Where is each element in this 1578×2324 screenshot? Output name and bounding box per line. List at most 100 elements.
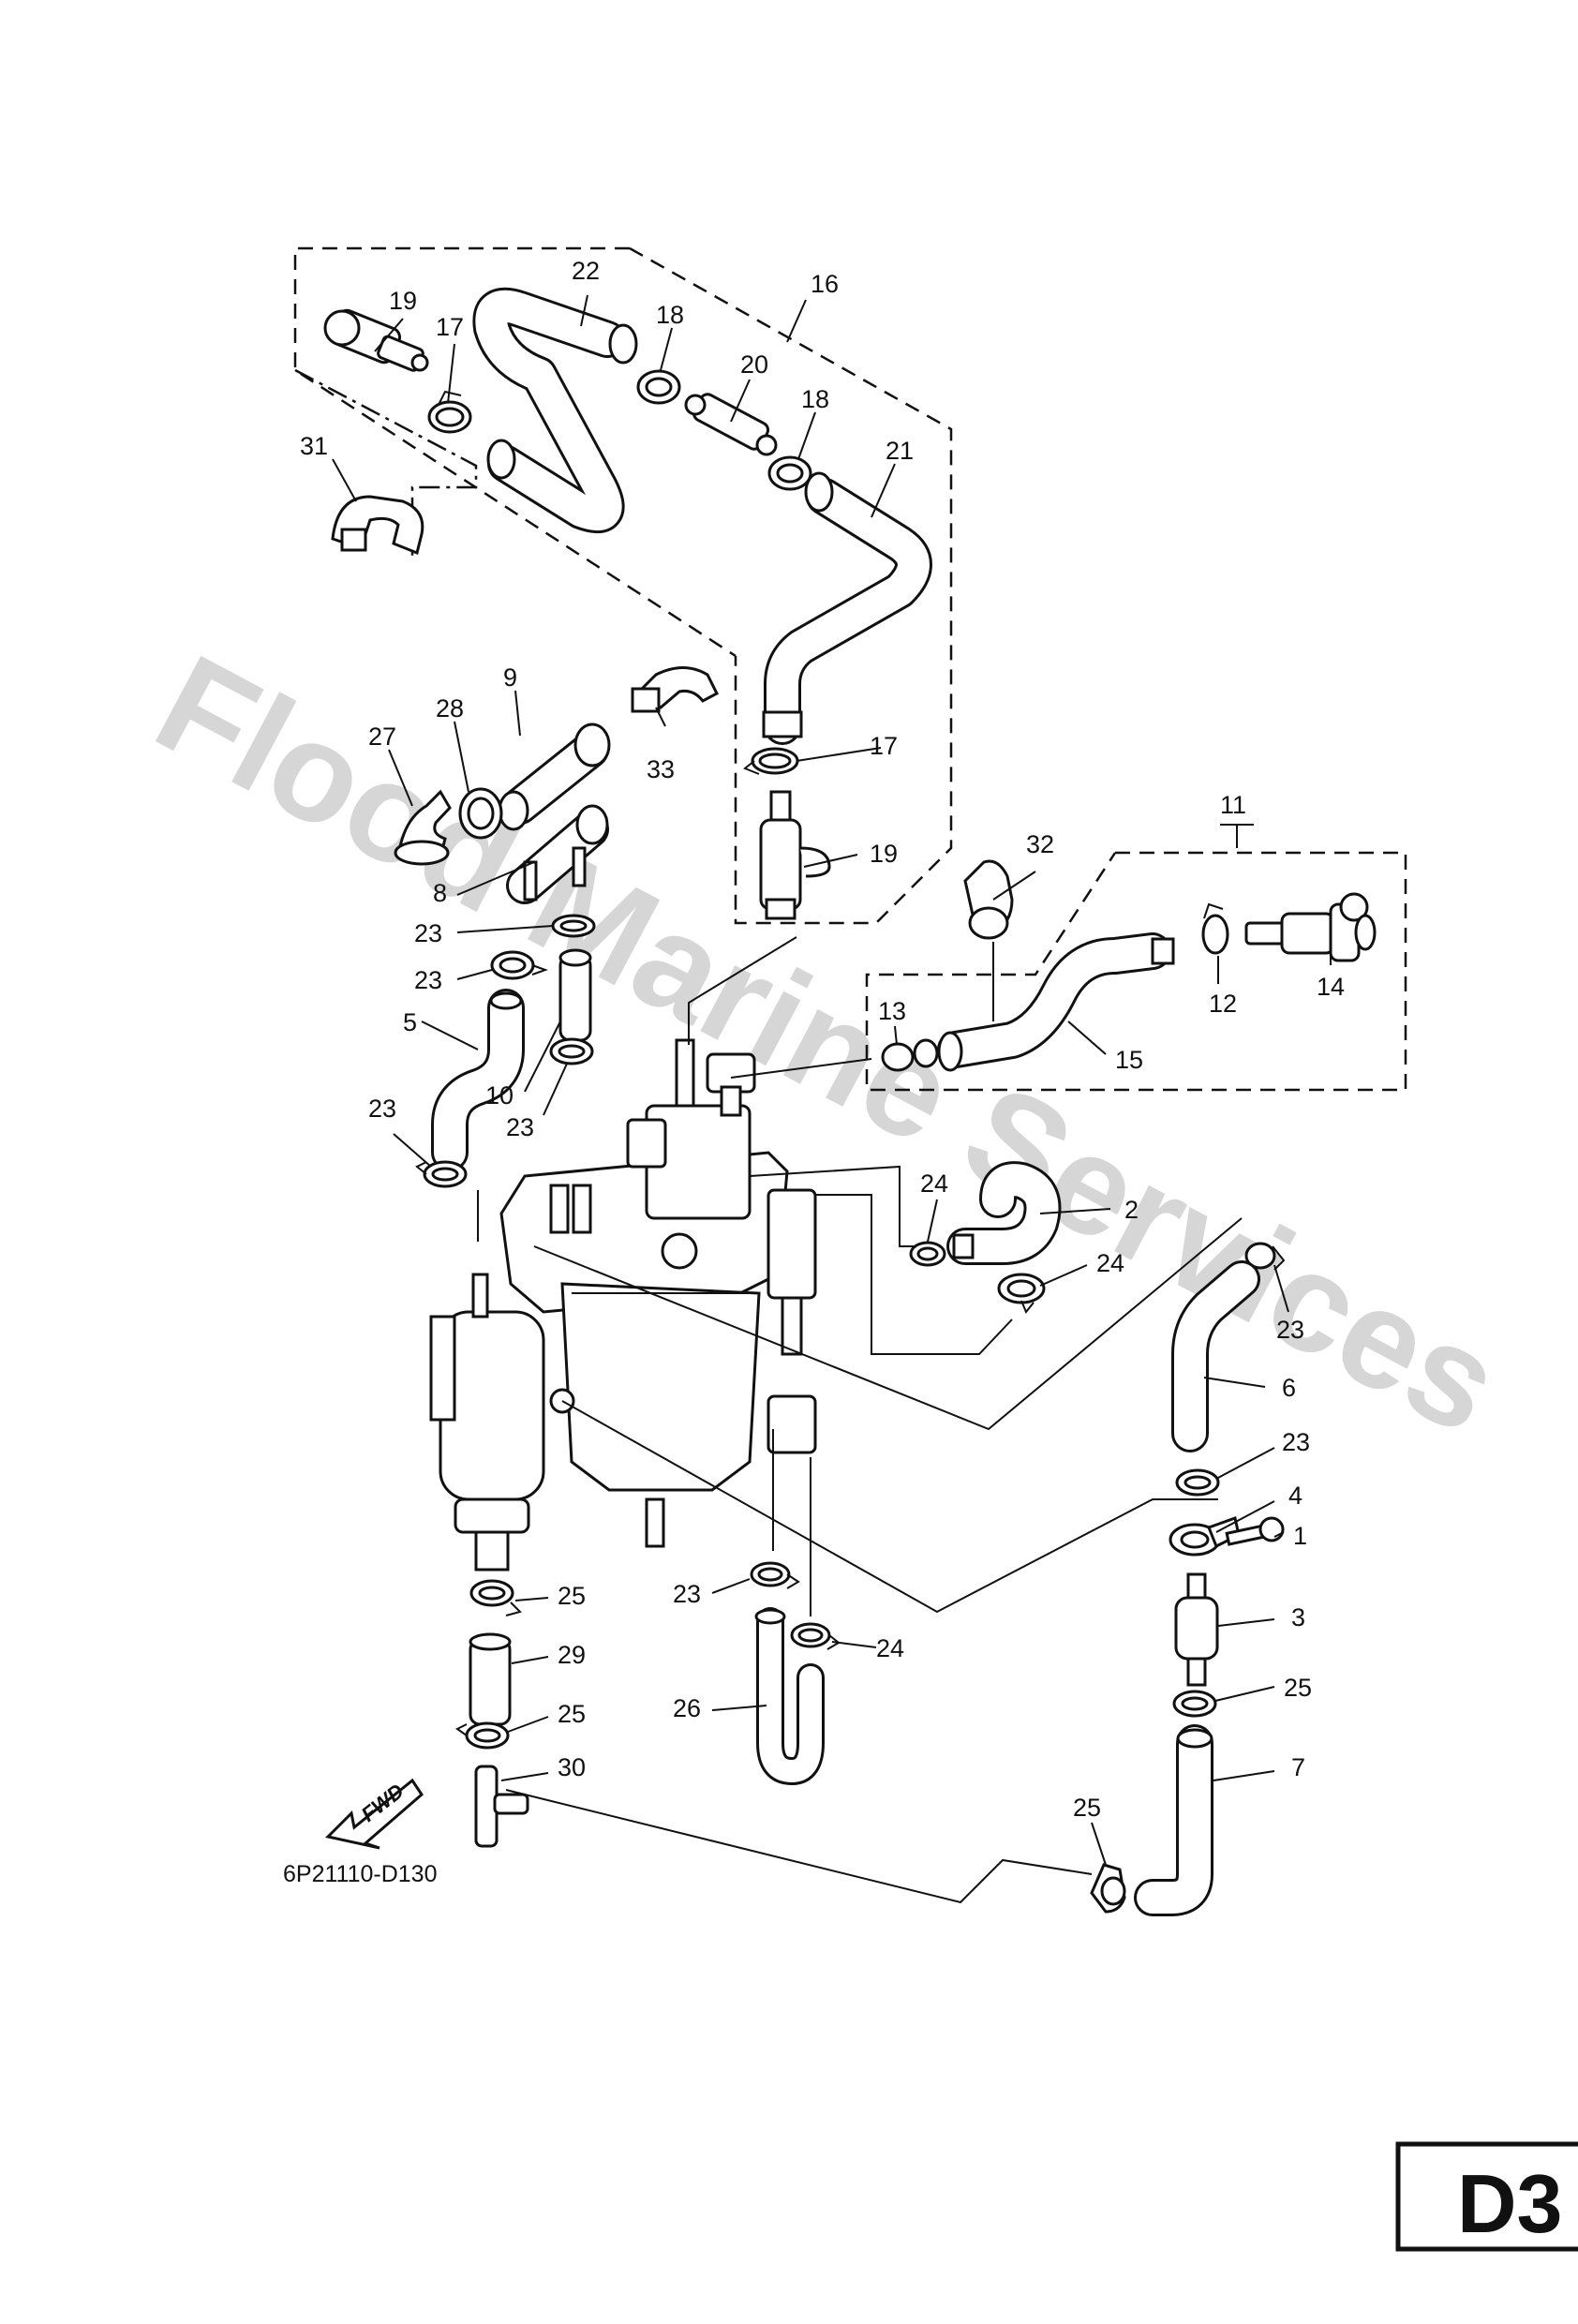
callout-7: 7	[1291, 1753, 1305, 1781]
joint-19-top	[323, 308, 429, 372]
callout-23: 23	[1276, 1316, 1304, 1344]
callout-23: 23	[673, 1580, 701, 1608]
drawing-code: 6P21110-D130	[283, 1861, 437, 1887]
callout-25: 25	[558, 1582, 586, 1610]
callout-17: 17	[870, 732, 898, 760]
page-plate: D3	[1395, 2141, 1578, 2252]
fuel-filter-3	[1174, 1572, 1219, 1687]
clip-17-top	[427, 390, 472, 434]
hose-7	[1134, 1724, 1213, 1916]
callout-29: 29	[558, 1641, 586, 1669]
clip-32	[963, 859, 1014, 1021]
clip-23-c	[549, 1037, 594, 1065]
callout-20: 20	[740, 350, 768, 379]
leader-lines	[332, 294, 1332, 1866]
callout-27: 27	[368, 723, 396, 751]
hose-6	[1171, 1260, 1260, 1452]
callout-17: 17	[436, 313, 464, 341]
callout-1: 1	[1293, 1522, 1307, 1550]
callout-23: 23	[368, 1095, 396, 1123]
callout-14: 14	[1317, 973, 1345, 1001]
clip-13	[881, 1038, 939, 1072]
clip-18-a	[636, 369, 681, 405]
clamp-31	[331, 495, 424, 556]
clip-23-e	[1244, 1242, 1286, 1271]
clip-25-a	[469, 1579, 522, 1616]
callout-8: 8	[433, 879, 447, 907]
callout-32: 32	[1026, 830, 1054, 858]
watermark: Flood Marine Services	[133, 624, 1525, 1464]
callout-25: 25	[558, 1700, 586, 1728]
hose-29	[469, 1632, 512, 1726]
callout-15: 15	[1115, 1046, 1143, 1074]
clip-23-a	[551, 914, 596, 938]
callout-21: 21	[886, 437, 914, 465]
callout-23: 23	[414, 919, 442, 947]
clip-24-c	[790, 1622, 841, 1650]
hose-22	[472, 287, 638, 533]
callout-labels: 19 17 22 18 16 20 18 21 31 9 28 27 33 17…	[300, 257, 1345, 1822]
callout-3: 3	[1291, 1603, 1305, 1631]
callout-25: 25	[1073, 1794, 1101, 1822]
callout-9: 9	[503, 663, 517, 692]
callout-2: 2	[1124, 1196, 1139, 1224]
clip-24-b	[997, 1273, 1046, 1314]
clip-28	[458, 787, 503, 840]
hose-21	[762, 471, 932, 745]
callout-19: 19	[389, 287, 417, 315]
callout-5: 5	[403, 1008, 417, 1036]
callout-23: 23	[506, 1113, 534, 1141]
callout-6: 6	[1282, 1374, 1296, 1402]
clip-23-g	[750, 1561, 800, 1589]
callout-4: 4	[1288, 1482, 1303, 1510]
clip-17-mid	[743, 747, 799, 775]
hose-15	[937, 932, 1175, 1072]
callout-11: 11	[1220, 791, 1246, 819]
clamp-25-c	[1090, 1863, 1126, 1914]
clip-25-d	[1172, 1690, 1217, 1718]
clip-24-a	[909, 1241, 946, 1267]
callout-33: 33	[647, 755, 675, 783]
hose-8	[506, 804, 609, 904]
callout-24: 24	[1096, 1249, 1124, 1277]
callout-22: 22	[572, 257, 600, 285]
clip-23-b	[490, 950, 548, 980]
clip-33	[631, 666, 719, 713]
joint-30	[474, 1765, 529, 1848]
hose-9	[498, 723, 611, 831]
callout-30: 30	[558, 1753, 586, 1781]
joint-20	[684, 393, 778, 456]
callout-23: 23	[414, 966, 442, 994]
joint-19-mid	[759, 790, 831, 920]
callout-24: 24	[920, 1169, 948, 1198]
callout-23: 23	[1282, 1428, 1310, 1456]
callout-31: 31	[300, 432, 328, 460]
clip-12	[1201, 902, 1229, 955]
callout-19: 19	[870, 840, 898, 868]
forward-arrow: FWD	[324, 1778, 424, 1850]
hose-2	[946, 1161, 1062, 1265]
callout-28: 28	[436, 694, 464, 723]
callout-13: 13	[878, 997, 906, 1025]
callout-18: 18	[656, 301, 684, 329]
hose-10	[558, 948, 592, 1042]
callout-25: 25	[1284, 1674, 1312, 1702]
clip-23-d	[415, 1160, 468, 1188]
clip-25-b	[455, 1721, 510, 1750]
clip-23-f	[1175, 1468, 1220, 1497]
clamp-27	[394, 789, 452, 866]
callout-12: 12	[1209, 990, 1237, 1018]
clip-18-b	[767, 455, 812, 491]
callout-18: 18	[801, 385, 829, 413]
plate-label: D3	[1457, 2157, 1563, 2250]
hose-26	[754, 1607, 825, 1785]
hose-5	[431, 989, 525, 1171]
callout-10: 10	[485, 1081, 514, 1110]
callout-24: 24	[876, 1634, 904, 1662]
callout-16: 16	[811, 270, 839, 298]
joint-14	[1244, 892, 1377, 962]
hose-assembly-11-outline	[865, 824, 1407, 1092]
vapor-separator-assembly	[429, 1038, 817, 1572]
callout-26: 26	[673, 1694, 701, 1722]
